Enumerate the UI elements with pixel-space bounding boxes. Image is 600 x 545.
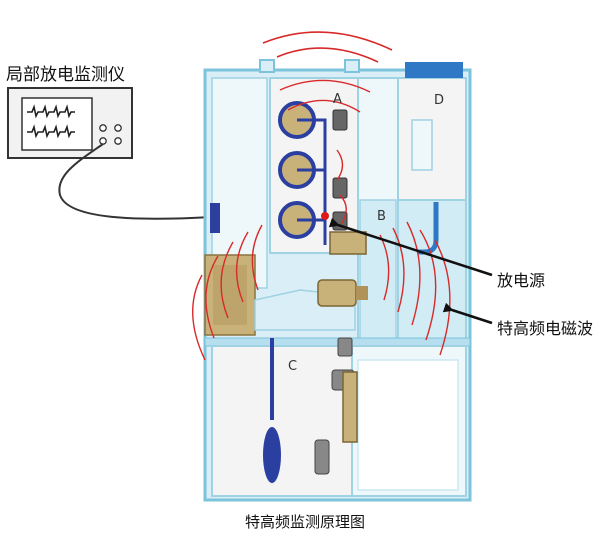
discharge-source-point [321, 212, 329, 220]
discharge-source-label: 放电源 [497, 271, 546, 290]
breaker-contacts [314, 231, 368, 475]
pd-monitor-instrument [7, 87, 133, 159]
instrument-label: 局部放电监测仪 [6, 65, 125, 85]
pulse-waveform-icon [27, 104, 75, 139]
diagram-caption: 特高频监测原理图 [245, 513, 366, 531]
uhf-wave-pointer [442, 302, 493, 325]
uhf-wave-arcs [192, 79, 451, 361]
instrument-knobs [99, 124, 122, 145]
compartment-b-label: B [377, 209, 386, 224]
uhf-sensor [210, 203, 220, 233]
uhf-wave-arcs-top [262, 31, 393, 63]
power-cable [263, 338, 281, 483]
compartment-c-label: C [288, 359, 297, 374]
discharge-source-pointer [328, 217, 493, 277]
sensor-cable [58, 143, 213, 220]
compartment-a-label: A [333, 92, 342, 107]
compartment-d-label: D [434, 93, 444, 108]
busbars [278, 101, 348, 245]
uhf-wave-label: 特高频电磁波 [497, 319, 594, 338]
